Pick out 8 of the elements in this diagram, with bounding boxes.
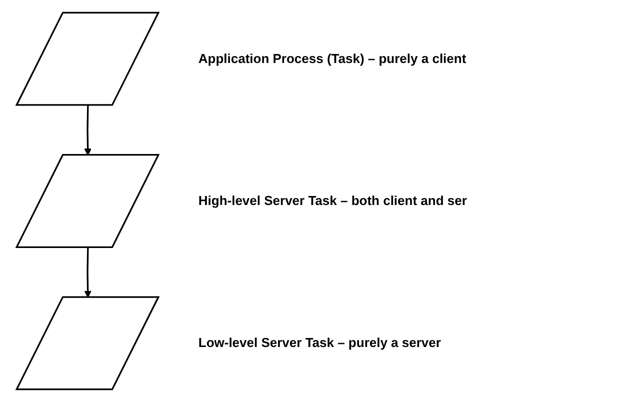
arrow: [84, 248, 92, 298]
arrow: [84, 105, 92, 156]
node-caption: Low-level Server Task – purely a server: [198, 335, 441, 350]
node-caption: High-level Server Task – both client and ser: [198, 193, 467, 208]
node-parallelogram: [15, 296, 160, 390]
node-caption: Application Process (Task) – purely a client: [198, 50, 466, 66]
node-parallelogram: [15, 12, 160, 106]
node-parallelogram: [15, 154, 160, 248]
